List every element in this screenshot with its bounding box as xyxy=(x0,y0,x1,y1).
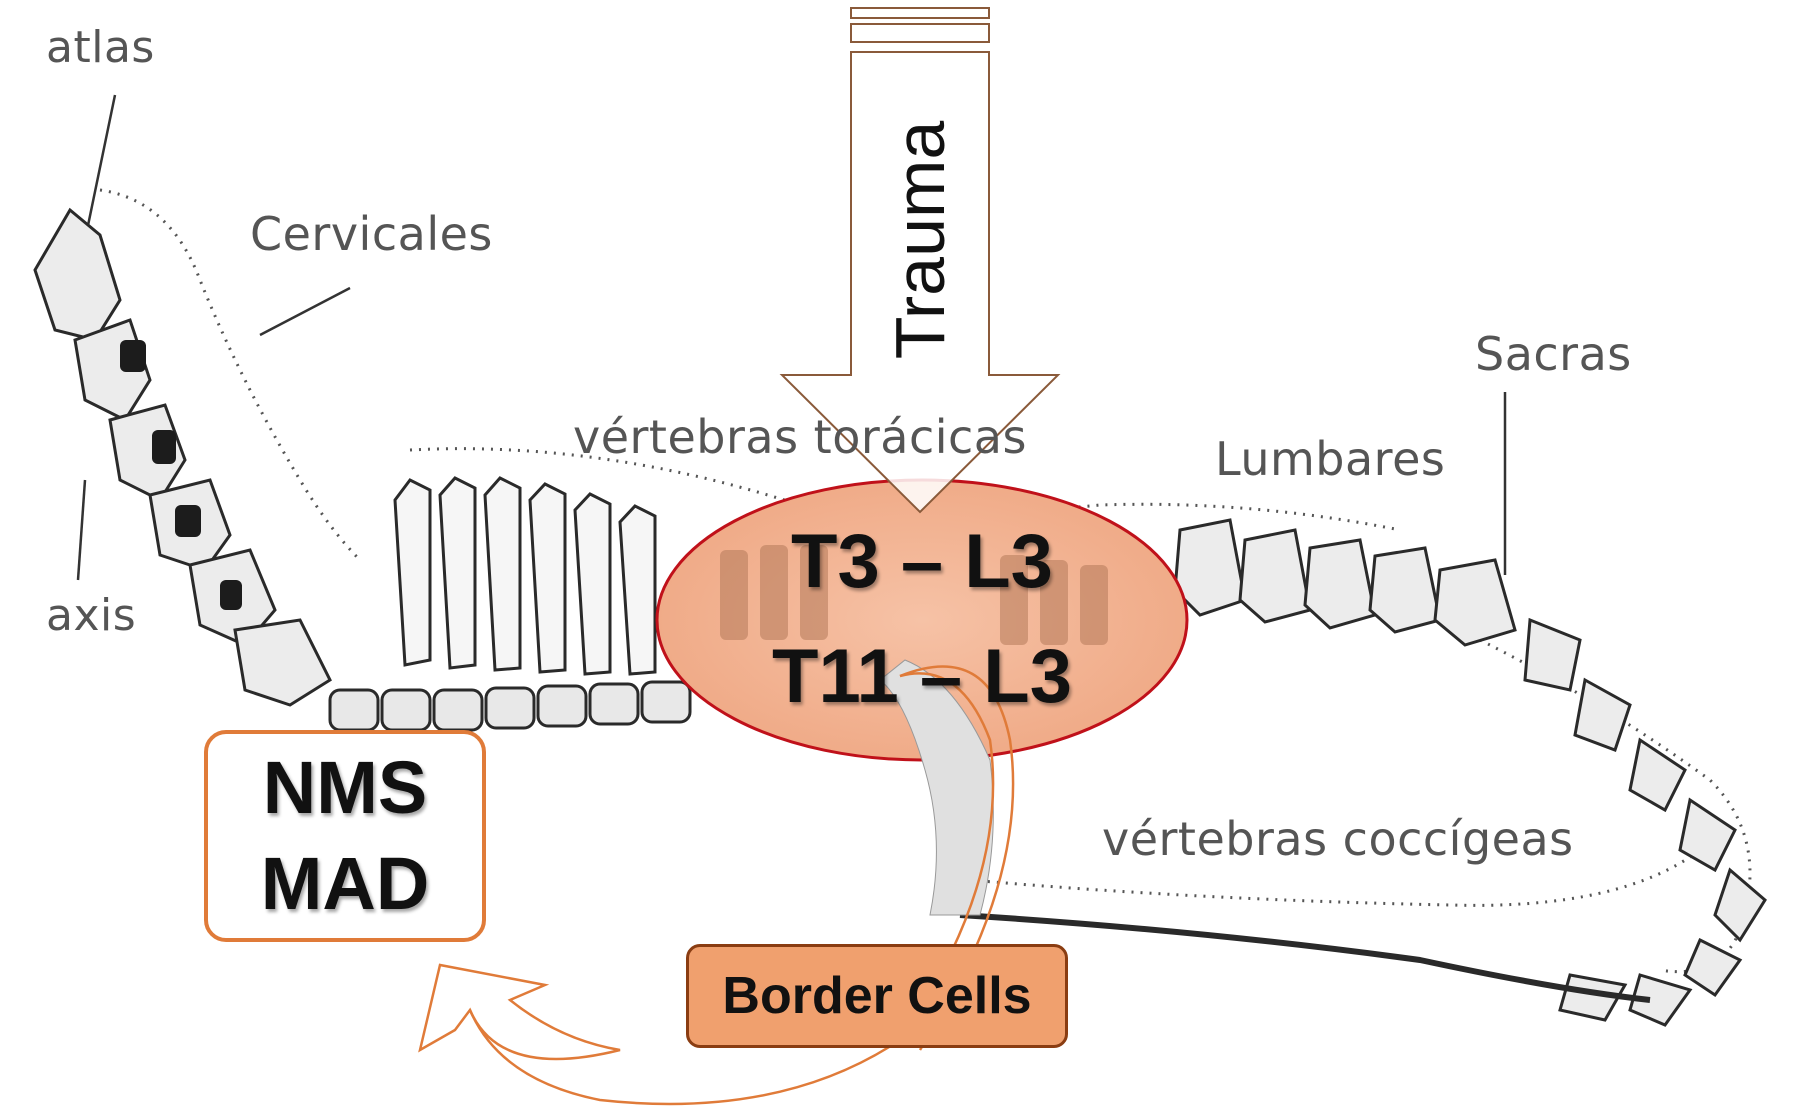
region-line-1: T3 – L3 xyxy=(742,518,1102,605)
region-line-2: T11 – L3 xyxy=(732,633,1112,720)
outcome-line-1: NMS xyxy=(263,740,427,836)
border-cells-label: Border Cells xyxy=(722,966,1031,1026)
label-toracicas: vértebras torácicas xyxy=(573,410,1027,464)
outcome-line-2: MAD xyxy=(261,836,430,932)
label-sacras: Sacras xyxy=(1475,327,1632,381)
label-axis: axis xyxy=(46,590,136,641)
thoracic-spines xyxy=(395,478,655,674)
label-cervicales: Cervicales xyxy=(250,207,493,261)
border-cells-box: Border Cells xyxy=(686,944,1068,1048)
label-lumbares: Lumbares xyxy=(1215,432,1445,486)
label-coccigeas: vértebras coccígeas xyxy=(1102,812,1574,866)
lumbar-vertebrae xyxy=(1175,520,1515,645)
outcome-box: NMS MAD xyxy=(204,730,486,942)
trauma-label: Trauma xyxy=(880,121,960,360)
label-atlas: atlas xyxy=(46,22,155,73)
vertebral-bodies xyxy=(330,682,690,730)
